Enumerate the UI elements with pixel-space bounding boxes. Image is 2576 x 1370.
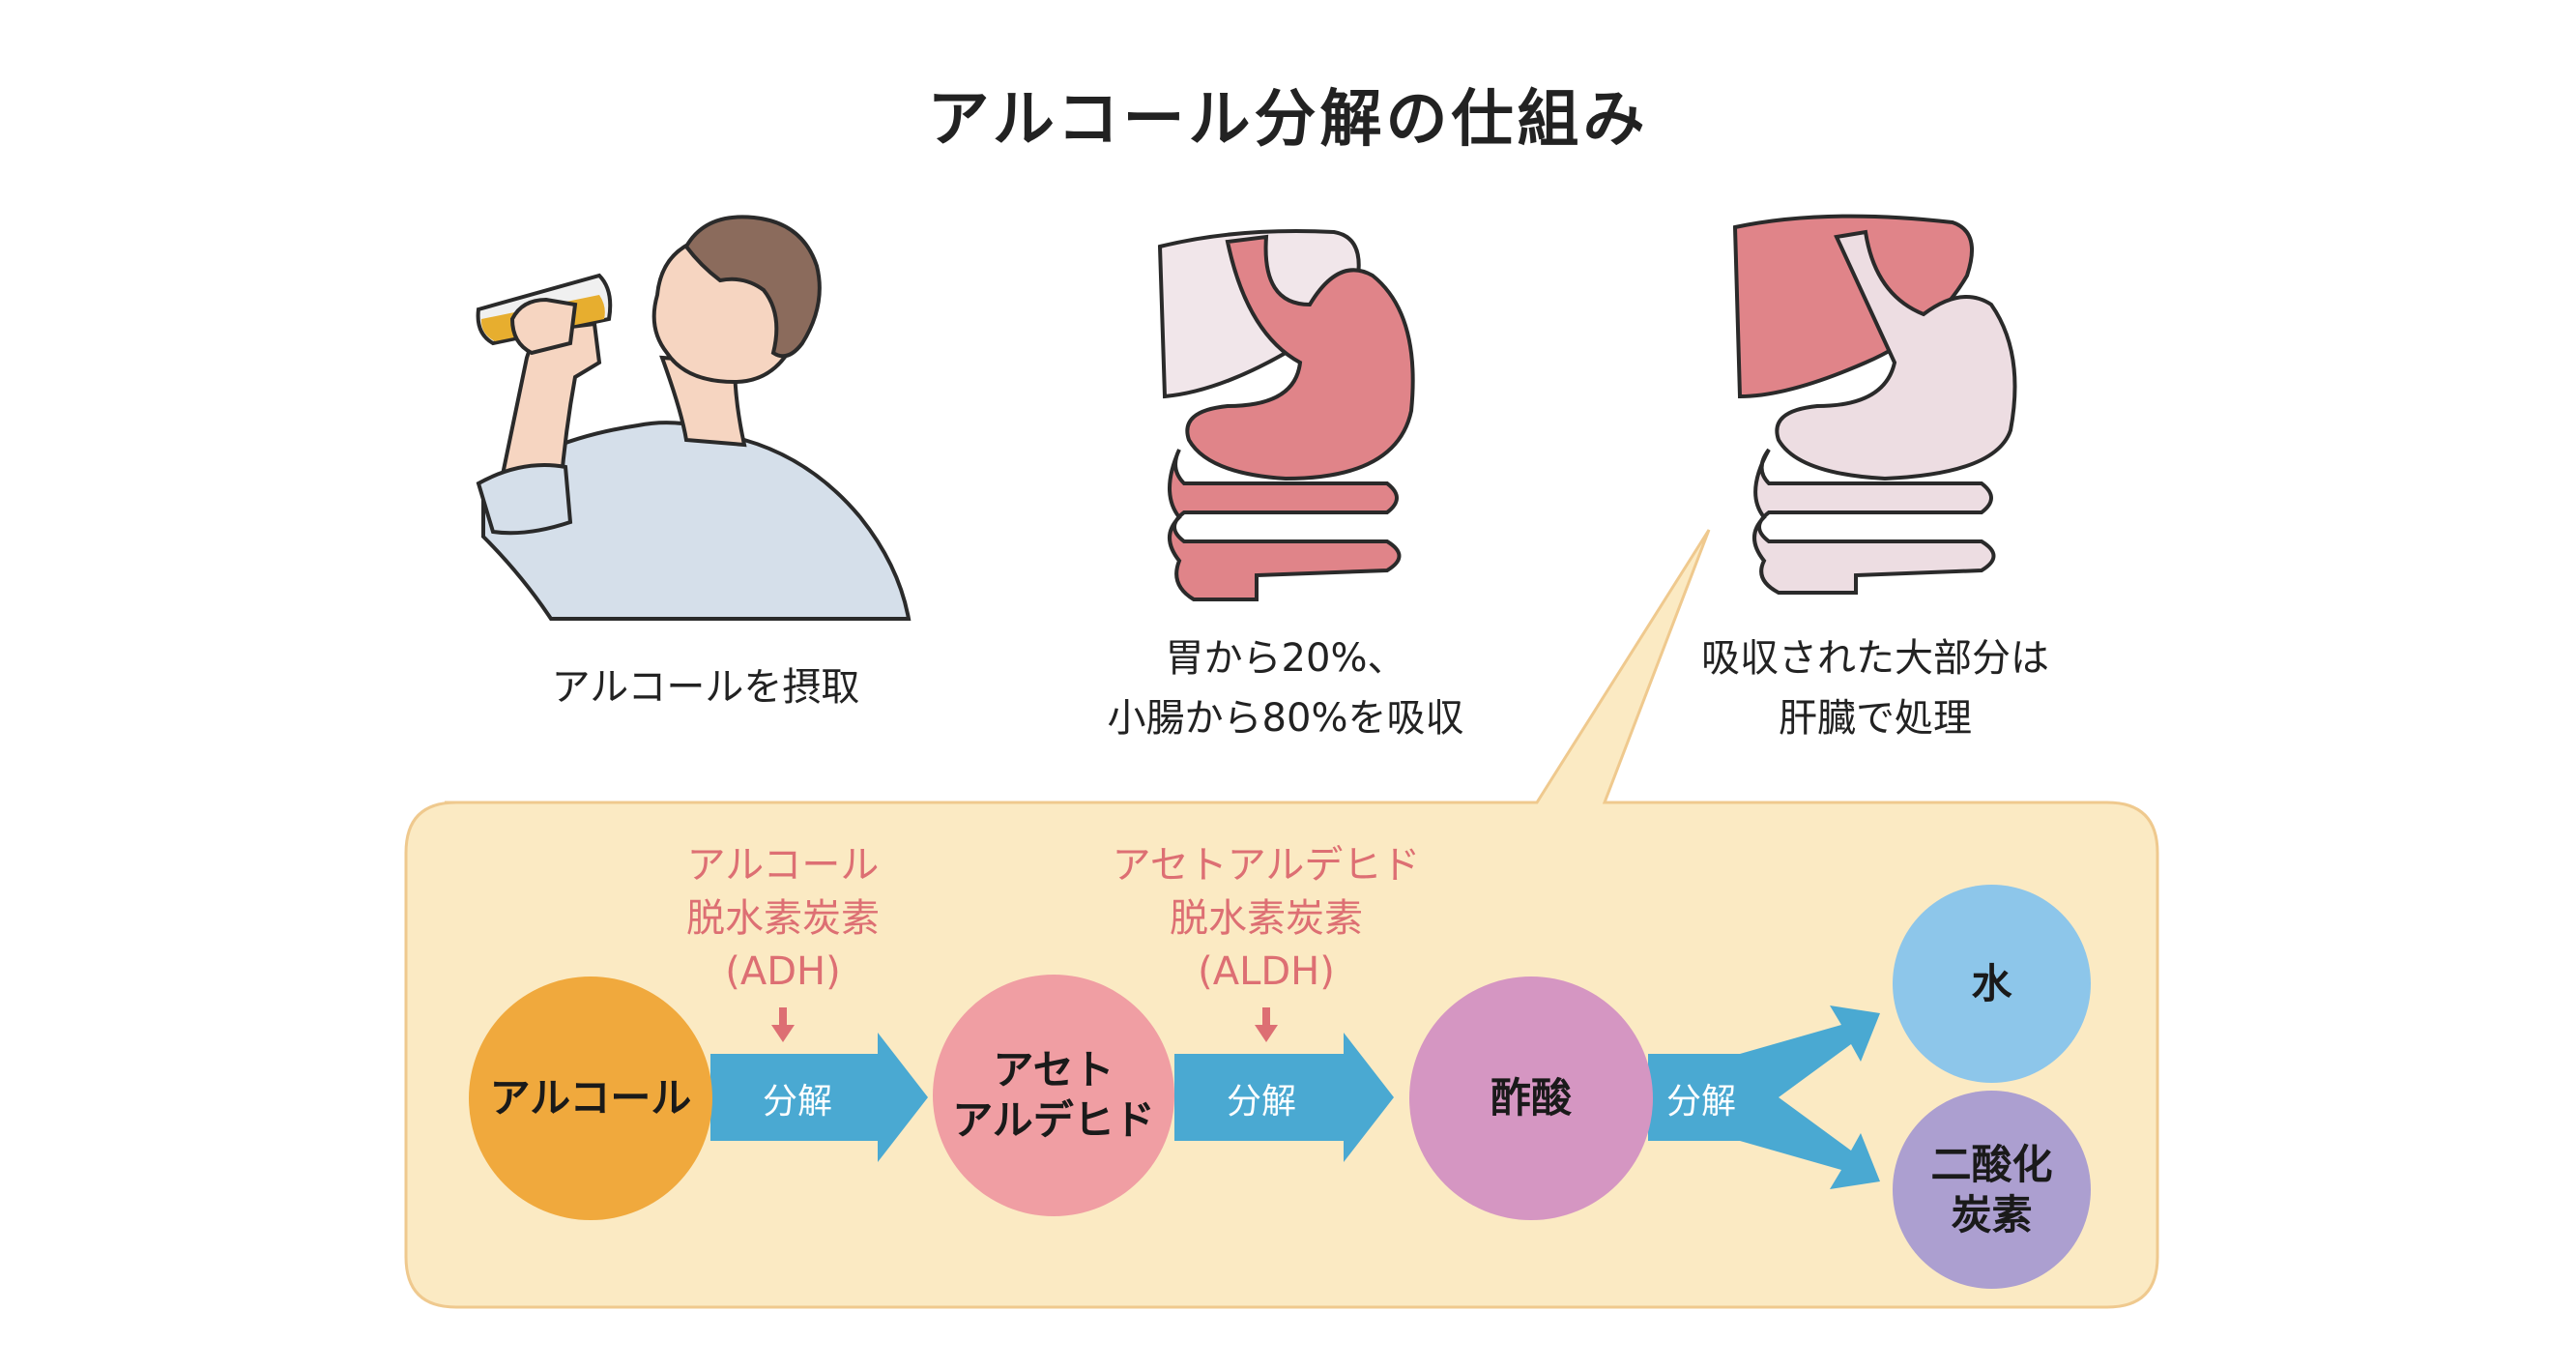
node-acetic-acid: 酢酸	[1409, 976, 1653, 1220]
person-drinking-icon	[476, 215, 912, 621]
down-arrow-icon	[771, 1007, 795, 1042]
arrow-label-1: 分解	[762, 1082, 832, 1122]
step-caption-intake: アルコールを摂取	[551, 665, 860, 710]
stomach-highlight-icon	[1157, 229, 1415, 601]
decompose-arrow-3-split	[1648, 1006, 1880, 1189]
enzyme-label-aldh: アセトアルデヒド 脱水素炭素 (ALDH)	[1112, 843, 1421, 994]
decompose-arrow-1	[710, 1033, 928, 1162]
node-acetaldehyde: アセトアルデヒド	[933, 975, 1174, 1216]
node-co2: 二酸化炭素	[1893, 1091, 2091, 1289]
step-caption-liver: 吸収された大部分は 肝臓で処理	[1701, 636, 2049, 741]
step-caption-absorption: 胃から20%、 小腸から80%を吸収	[1107, 636, 1464, 741]
node-alcohol: アルコール	[469, 976, 712, 1220]
decompose-arrow-2	[1174, 1033, 1394, 1162]
arrow-label-2: 分解	[1226, 1082, 1296, 1122]
node-water: 水	[1893, 885, 2091, 1083]
page-title: アルコール分解の仕組み	[927, 84, 1649, 156]
arrow-label-3: 分解	[1665, 1082, 1736, 1122]
liver-highlight-icon	[1732, 214, 2017, 595]
down-arrow-icon	[1255, 1007, 1278, 1042]
enzyme-label-adh: アルコール 脱水素炭素 (ADH)	[686, 843, 880, 994]
